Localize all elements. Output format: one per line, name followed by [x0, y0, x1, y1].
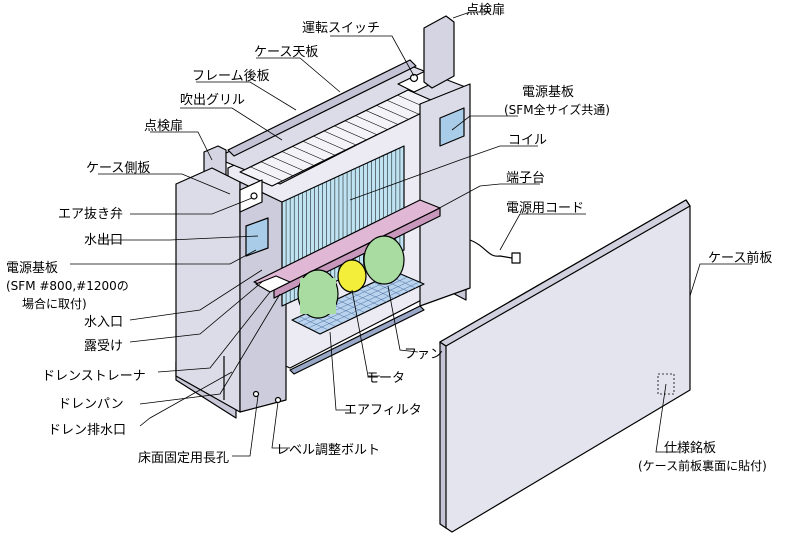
air-vent-valve: [250, 192, 258, 200]
label-spec-plate: 仕様銘板: [664, 441, 716, 456]
inspection-door-top: [423, 15, 455, 89]
label-case-side-panel: ケース側板: [86, 161, 150, 176]
pattern-line: [351, 292, 380, 306]
label-level-bolt: レベル調整ボルト: [276, 443, 380, 458]
text-labels: 点検扉 運転スイッチ ケース天板 フレーム後板 吹出グリル 点検扉 ケース側板 …: [6, 2, 772, 473]
run-switch: [409, 73, 419, 83]
pattern-line: [323, 130, 357, 146]
label-power-board-right-note: (SFM全サイズ共通): [504, 102, 610, 117]
fan-right: [363, 235, 405, 285]
label-drain-pan: ドレンパン: [58, 397, 124, 412]
label-power-cord: 電源用コード: [506, 201, 584, 216]
grille-slats: [250, 94, 430, 182]
pattern-line: [336, 299, 365, 313]
pattern-line: [299, 316, 328, 330]
pattern-line: [313, 135, 346, 151]
pattern-line: [344, 120, 378, 136]
case-front-panel-edge: [439, 341, 447, 529]
motor: [337, 259, 367, 293]
pattern-line: [260, 161, 294, 177]
label-power-board-left-note2: 場合に取付): [22, 296, 87, 311]
label-dew-tray: 露受け: [84, 339, 123, 354]
label-water-inlet: 水入口: [84, 315, 123, 330]
label-motor: モータ: [366, 371, 405, 386]
pattern-line: [365, 110, 399, 125]
label-power-board-right: 電源基板: [522, 85, 574, 100]
label-air-vent-valve: エア抜き弁: [58, 206, 123, 222]
power-cord: [469, 239, 513, 259]
case-right-column: [419, 83, 471, 307]
spec-plate: [657, 373, 675, 395]
label-inspection-door-left: 点検扉: [144, 118, 183, 134]
power-board-left-plate: [245, 217, 269, 257]
label-terminal-block: 端子台: [506, 171, 545, 186]
pattern-line: [355, 115, 388, 130]
label-air-filter: エアフィルタ: [344, 403, 422, 418]
fan-left-body: [300, 278, 336, 314]
label-case-top-panel: ケース天板: [254, 45, 318, 60]
frame-back-panel: [227, 59, 417, 157]
pattern-line: [292, 146, 325, 161]
pattern-line: [373, 282, 402, 296]
label-run-switch: 運転スイッチ: [302, 21, 380, 36]
label-power-board-left-note1: (SFM #800,#1200の: [6, 279, 129, 293]
case-front-panel: [439, 199, 691, 533]
label-outlet-grille: 吹出グリル: [180, 93, 245, 108]
pattern-line: [376, 105, 409, 120]
leader-lines: [70, 11, 752, 457]
pattern-line: [358, 288, 387, 303]
pattern-line: [281, 151, 315, 166]
label-power-board-left: 電源基板: [6, 261, 58, 276]
label-case-front-panel: ケース前板: [708, 250, 772, 266]
pattern-line: [386, 99, 420, 115]
pattern-line: [334, 125, 367, 141]
case-side-inner: [239, 181, 287, 413]
label-water-outlet: 水出口: [84, 233, 123, 248]
label-floor-slot: 床面固定用長孔: [138, 451, 229, 466]
label-frame-back-panel: フレーム後板: [192, 69, 270, 84]
power-board-right-plate: [439, 107, 465, 147]
label-spec-plate-note: (ケース前板裏面に貼付): [638, 458, 767, 473]
pattern-line: [250, 166, 283, 182]
pattern-line: [343, 295, 373, 310]
pattern-line: [302, 140, 336, 156]
pattern-line: [308, 279, 413, 329]
label-fan: ファン: [404, 347, 443, 362]
label-inspection-door-top: 点検扉: [466, 2, 505, 18]
power-plug: [511, 252, 521, 264]
case-front-panel-top: [439, 199, 691, 347]
filter-rail: [289, 305, 425, 375]
label-drain-strainer: ドレンストレーナ: [42, 369, 146, 384]
label-drain-outlet: ドレン排水口: [48, 423, 126, 438]
drain-strainer-box: [255, 275, 291, 293]
level-bolt-left: [252, 390, 260, 398]
label-coil: コイル: [508, 133, 547, 148]
level-bolt-right: [274, 396, 282, 404]
pattern-line: [271, 156, 304, 171]
pattern-line: [314, 282, 419, 331]
